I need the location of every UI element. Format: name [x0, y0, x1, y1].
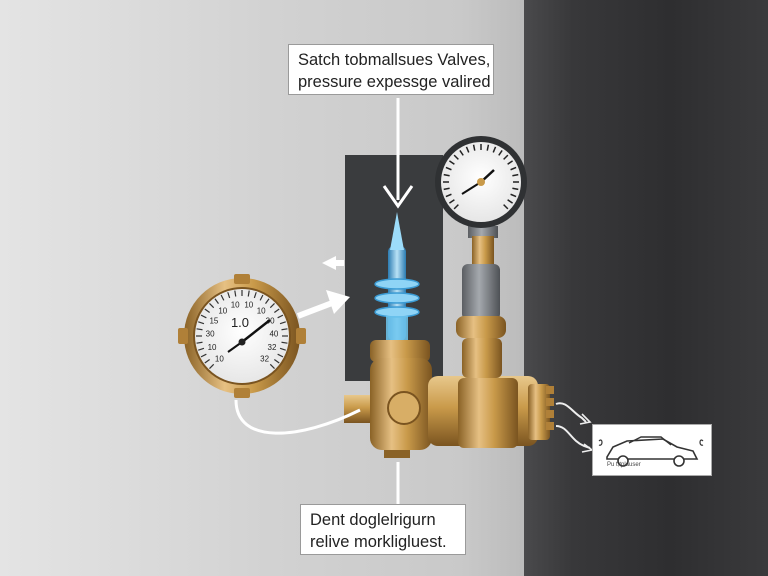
- dark-wall-background: [524, 0, 768, 576]
- gauge-connector-tube: [234, 399, 361, 435]
- gauge-tick: [259, 294, 264, 301]
- gauge-tick: [220, 294, 225, 301]
- left-gauge-tick-label: 10: [231, 301, 240, 310]
- left-gauge-tick-label: 10: [218, 306, 227, 315]
- top-callout-line-1: Satch tobmallsues Valves,: [298, 51, 491, 69]
- car-caption: Pu t,tplauser: [607, 462, 641, 468]
- gauge-tick: [200, 353, 207, 358]
- gauge-tick: [512, 187, 519, 191]
- left-pointer-stem: [336, 260, 344, 266]
- left-gauge-tick-label: 15: [209, 317, 218, 326]
- gauge-tick: [277, 353, 284, 358]
- left-gauge-tick-label: 10: [215, 355, 224, 364]
- gauge-tick: [200, 314, 207, 319]
- gauge-tick: [459, 149, 464, 156]
- gauge-tick: [465, 146, 470, 153]
- gauge-tick: [507, 199, 514, 204]
- left-pressure-gauge: 101030151010101030403232 1.0: [178, 274, 306, 398]
- gauge-tick: [453, 204, 459, 210]
- gauge-tick: [265, 298, 270, 304]
- left-gauge-center-label: 1.0: [231, 315, 249, 330]
- left-gauge-tick-label: 32: [260, 355, 269, 364]
- top-callout-line-2: pressure expessge valired: [298, 73, 491, 91]
- gauge-tick: [503, 204, 509, 210]
- gauge-tick: [247, 290, 250, 297]
- gauge-tick: [472, 144, 476, 151]
- left-gauge-tick-label: 32: [268, 343, 277, 352]
- gauge-tick: [198, 321, 205, 325]
- gauge-tick: [253, 292, 257, 299]
- gauge-tick: [503, 154, 509, 160]
- top-callout-arrow: [382, 98, 414, 209]
- gauge-tick: [274, 359, 280, 364]
- gauge-tick: [486, 144, 490, 151]
- gauge-tick: [281, 328, 288, 331]
- gauge-tick: [507, 160, 514, 165]
- gauge-tick: [234, 290, 237, 297]
- gauge-stem: [456, 226, 506, 378]
- blue-relief-nozzle: [374, 212, 420, 341]
- top-pressure-gauge: [435, 136, 527, 228]
- left-pointer-arrow: [322, 256, 336, 270]
- gauge-tick: [510, 193, 517, 198]
- gauge-tick: [277, 314, 284, 319]
- gauge-tick: [214, 298, 219, 304]
- gauge-tick: [445, 193, 452, 198]
- left-gauge-tick-label: 40: [269, 330, 278, 339]
- gauge-tick: [204, 308, 210, 313]
- gauge-tick: [269, 363, 275, 369]
- gauge-tick: [209, 363, 215, 369]
- gauge-tick: [209, 303, 215, 309]
- gauge-tick: [453, 154, 459, 160]
- gauge-tick: [448, 199, 455, 204]
- gauge-tick: [512, 173, 519, 177]
- bottom-callout-line-2: relive morkligluest.: [310, 533, 447, 551]
- gauge-tick: [196, 341, 203, 344]
- gauge-tick: [274, 308, 280, 313]
- gauge-tick: [492, 146, 497, 153]
- valve-bonnet: [370, 340, 430, 362]
- car-icon: [598, 436, 704, 467]
- gauge-tick: [448, 160, 455, 165]
- gauge-tick: [443, 187, 450, 191]
- gauge-tick: [510, 166, 517, 171]
- top-callout: Satch tobmallsues Valves, pressure expes…: [288, 44, 494, 95]
- gauge-tick: [198, 347, 205, 351]
- gauge-tick: [443, 173, 450, 177]
- gauge-tick: [445, 166, 452, 171]
- left-gauge-tick-label: 30: [206, 330, 215, 339]
- gauge-tick: [269, 303, 275, 309]
- gauge-tick: [281, 341, 288, 344]
- gauge-tick: [498, 149, 503, 156]
- gauge-tick: [279, 321, 286, 325]
- left-gauge-tick-label: 10: [208, 343, 217, 352]
- left-gauge-tick-label: 10: [244, 301, 253, 310]
- gauge-tick: [196, 328, 203, 331]
- gauge-tick: [279, 347, 286, 351]
- bottom-callout: Dent doglelrigurn relive morkligluest.: [300, 504, 466, 555]
- gauge-to-valve-arrow: [296, 290, 350, 319]
- car-badge: [592, 424, 712, 476]
- bottom-callout-line-1: Dent doglelrigurn: [310, 511, 436, 529]
- signal-lines: [555, 402, 594, 453]
- brass-valve-body: [344, 358, 554, 458]
- left-gauge-tick-label: 10: [257, 306, 266, 315]
- gauge-tick: [204, 359, 210, 364]
- gauge-tick: [227, 292, 231, 299]
